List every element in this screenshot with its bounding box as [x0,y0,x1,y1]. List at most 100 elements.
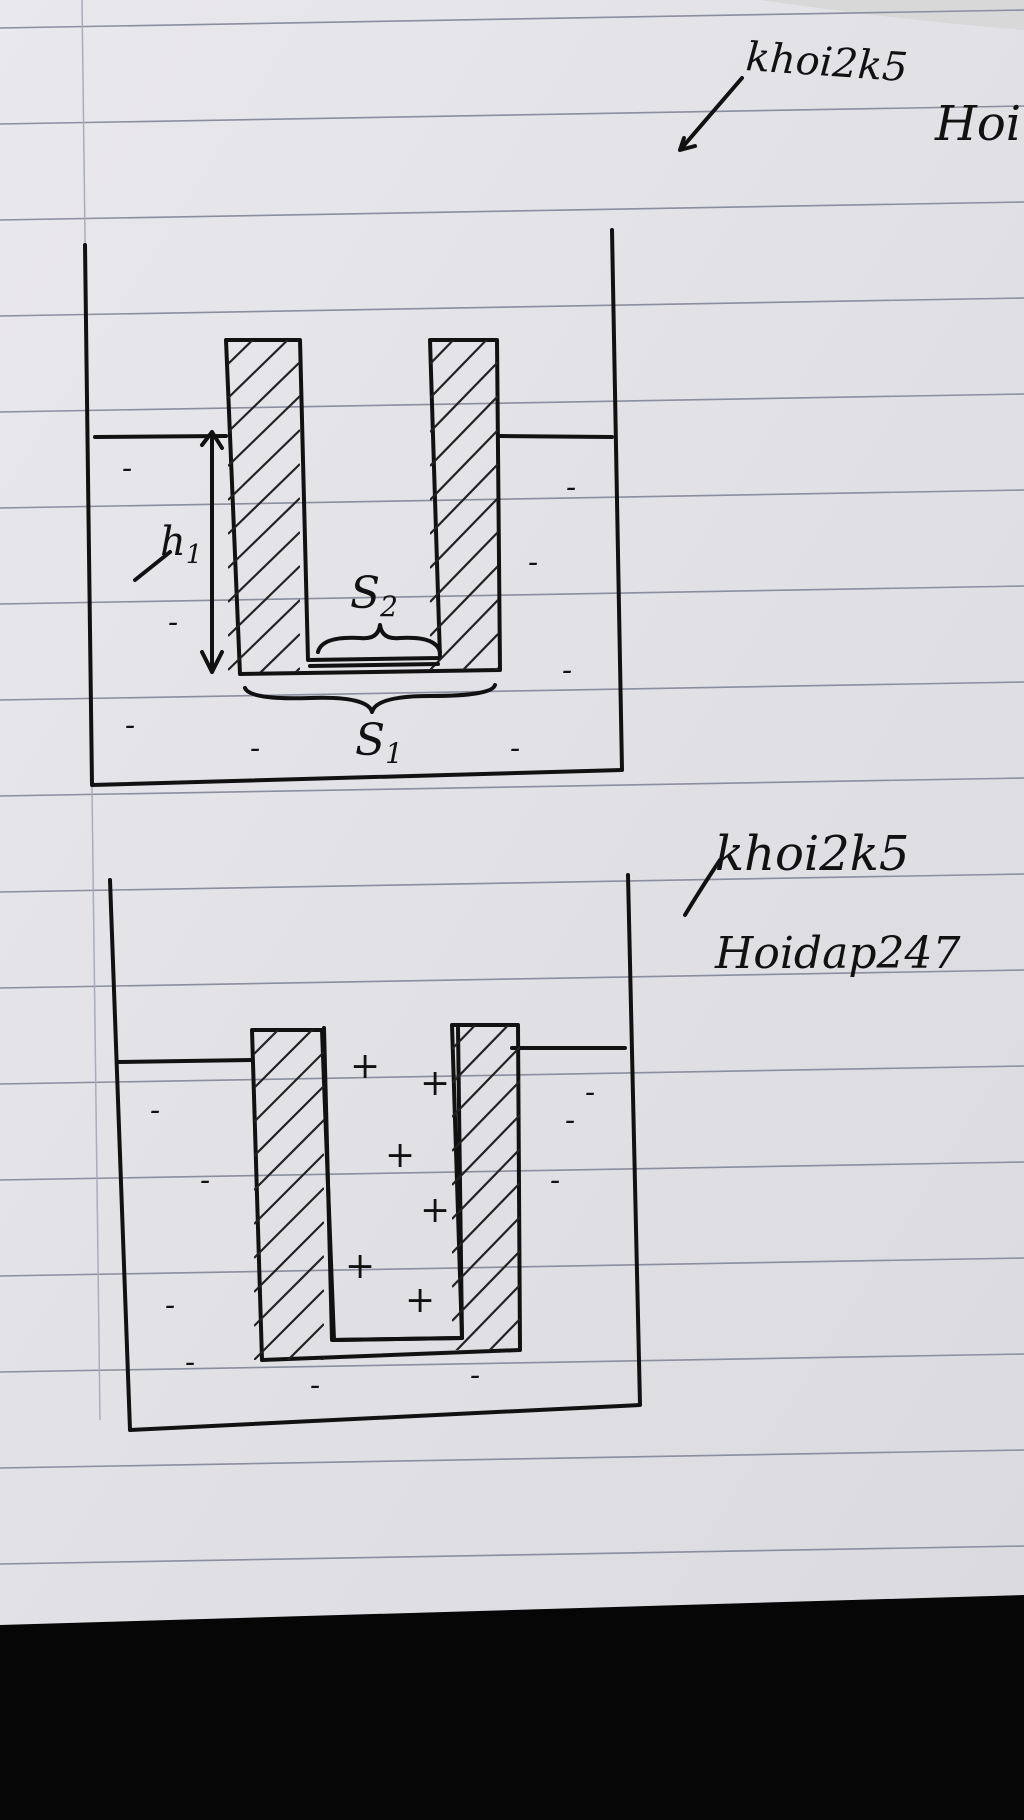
hatch-line [452,1025,477,1050]
figure-1: h1 S2 S1 -------- [83,228,624,787]
h1-arrow [200,430,224,674]
hatch-line [228,565,300,637]
hatch-line [228,599,300,671]
ruled-lines [0,9,1024,1565]
minus-sign: - [250,731,260,766]
hatch-line [228,361,300,433]
minus-sign: - [470,1358,480,1393]
plus-sign: + [385,1135,415,1176]
ruled-line [0,297,1024,317]
ruled-line [0,873,1024,893]
hatch-line [430,340,488,399]
ruled-line [0,1257,1024,1277]
bottom-s2 [308,662,440,668]
hatch-line [452,1182,520,1254]
ruled-line [0,393,1024,413]
hatch-line [259,633,300,672]
hatch-line [228,340,290,399]
minus-sign: - [150,1093,160,1128]
minus-sign: - [200,1163,210,1198]
s1-brace [243,683,497,714]
hatch-line [430,340,455,365]
paper [0,0,1024,1625]
hatch-line [430,565,498,637]
hatch-line [254,1030,314,1089]
hatch-line [254,1085,324,1157]
hatch-line [452,1080,520,1152]
hatch-line [254,1255,324,1327]
ruled-line [0,9,1024,29]
s2-label: S2 [350,568,398,623]
hatch-line [228,497,300,569]
minus-sign: - [566,470,576,505]
hatch-line [254,1030,280,1055]
hatch-line [452,1025,510,1084]
ruled-line [0,105,1024,125]
hatch-line [452,1046,520,1118]
ruled-line [0,585,1024,605]
ruled-line [0,1065,1024,1085]
ruled-line [0,1545,1024,1565]
s2-brace [316,623,442,654]
container-2 [108,873,642,1432]
s1-label: S1 [355,715,403,770]
ruled-line [0,681,1024,701]
hatch-line [430,531,498,603]
hatch-line [254,1289,324,1360]
hatch-line [430,361,498,433]
hatch-line [228,531,300,603]
ruled-line [0,969,1024,989]
hatch-line [254,1187,324,1259]
watermark-signatures: khoi2k5 Hoi khoi2k5 Hoidap247 [678,34,1021,979]
minus-sign: - [165,1288,175,1323]
ruled-line [0,1353,1024,1373]
minus-sign: - [310,1368,320,1403]
watermark-top-1: khoi2k5 [744,34,909,91]
hatch-line [452,1148,520,1220]
pen-object [760,0,1024,30]
minus-marks-2: --------- [150,1075,595,1403]
minus-sign: - [122,451,132,486]
hatch-line [254,1051,324,1123]
hatch-line [286,1323,324,1360]
hatch-line [455,1284,520,1350]
plus-sign: + [420,1190,450,1231]
plus-sign: + [345,1246,375,1287]
ruled-line [0,777,1024,797]
minus-sign: - [550,1163,560,1198]
minus-sign: - [562,653,572,688]
minus-sign: - [185,1345,195,1380]
watermark-mid-1: khoi2k5 [715,826,909,882]
ruled-line [0,1161,1024,1181]
plus-marks: ++++++ [345,1046,450,1321]
hatch-line [461,633,498,670]
minus-sign: - [565,1103,575,1138]
hatch-line [254,1153,324,1225]
water-level-2 [116,1046,627,1064]
h1-label: h1 [160,519,202,570]
hatch-line [254,1221,324,1293]
plus-sign: + [420,1063,450,1104]
hatch-line [452,1114,520,1186]
shadow [520,0,1024,160]
hatch-line [430,599,498,670]
hatch-line [254,1119,324,1191]
hatch-line [228,463,300,535]
hatch-line [228,395,300,467]
hatch-line [430,497,498,569]
hatch-line [452,1216,520,1288]
hatch-line [452,1250,520,1322]
minus-sign: - [125,708,135,743]
watermark-top-2: Hoi [934,96,1021,152]
hatch-line [228,429,300,501]
figure-2: ++++++ --------- [108,873,642,1432]
minus-sign: - [510,731,520,766]
plus-sign: + [350,1046,380,1087]
watermark-mid-2: Hoidap247 [714,928,960,979]
ruled-line [0,1449,1024,1469]
container-1 [83,228,624,787]
minus-marks-1: -------- [122,451,576,766]
hatch-line [430,463,498,535]
